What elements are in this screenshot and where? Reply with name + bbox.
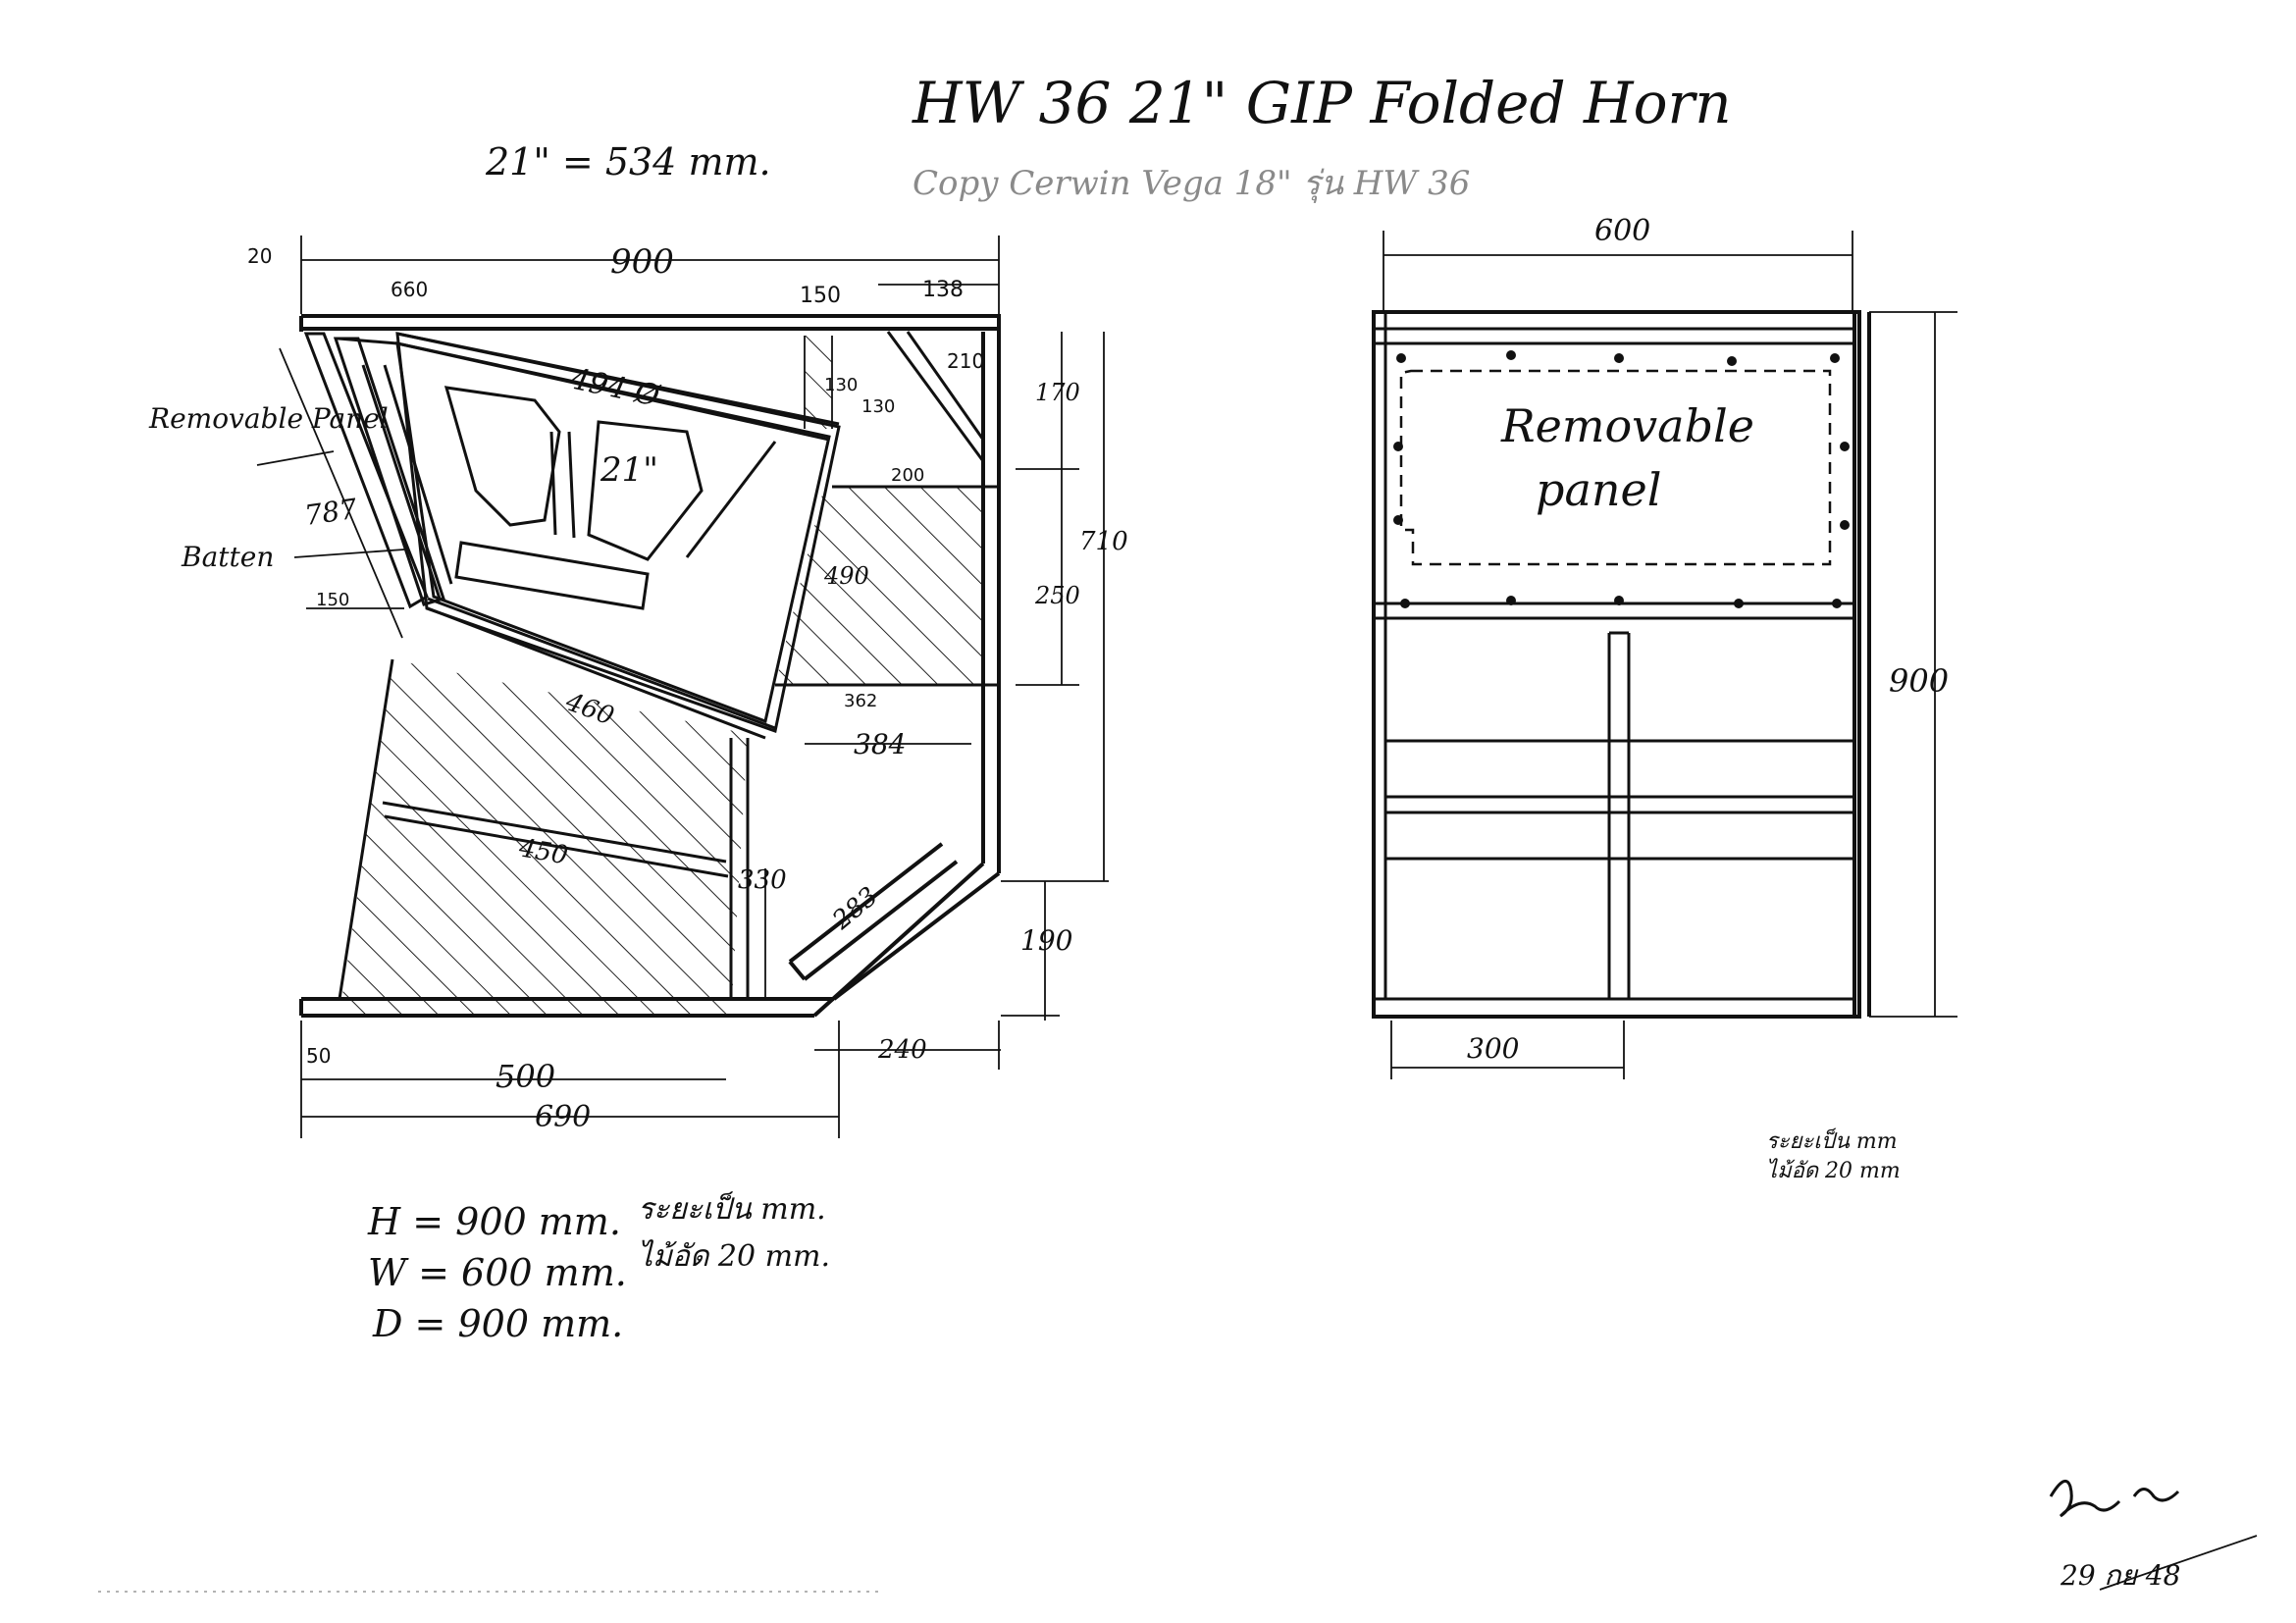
dim-240: 240 (877, 1035, 927, 1065)
dim-130-b: 130 (861, 396, 895, 417)
dim-50: 50 (306, 1044, 331, 1068)
drawing-subtitle: Copy Cerwin Vega 18" รุ่น HW 36 (913, 164, 1470, 203)
dim-490: 490 (823, 562, 869, 590)
dim-190: 190 (1020, 924, 1072, 957)
dim-660: 660 (391, 278, 428, 301)
hatched-block-top (805, 336, 832, 429)
front-removable-label-2: panel (1536, 463, 1661, 516)
dim-150-top: 150 (800, 284, 841, 308)
dim-170: 170 (1035, 379, 1080, 406)
dim-130-a: 130 (824, 375, 858, 395)
front-dim-300: 300 (1467, 1032, 1519, 1065)
signature-date: 29 กย 48 (2060, 1559, 2180, 1592)
removable-panel-outline (1399, 369, 1832, 566)
drawing-title: HW 36 21" GIP Folded Horn (912, 70, 1732, 136)
dim-20: 20 (247, 244, 272, 268)
hatched-region-right (775, 487, 983, 685)
driver-cutout-dim: 494 Ø (566, 361, 663, 414)
dim-500: 500 (496, 1058, 555, 1095)
spec-depth: D = 900 mm. (372, 1302, 623, 1345)
removable-panel-label: Removable Panel (148, 402, 389, 435)
dim-787: 787 (302, 493, 359, 532)
dim-210: 210 (947, 349, 984, 373)
dim-384: 384 (854, 728, 906, 760)
right-note-units: ระยะเป็น mm (1766, 1127, 1898, 1154)
dim-200: 200 (891, 465, 924, 486)
dim-330: 330 (738, 865, 787, 895)
spec-wood-note: ไม้อัด 20 mm. (638, 1239, 830, 1274)
hatched-region-lower (339, 659, 748, 1016)
front-dim-900: 900 (1889, 662, 1949, 700)
spec-height: H = 900 mm. (367, 1200, 621, 1243)
front-dim-600: 600 (1594, 214, 1650, 248)
signature (2049, 1479, 2258, 1591)
right-note-wood: ไม้อัด 20 mm (1766, 1158, 1901, 1183)
dim-900-top: 900 (610, 242, 674, 282)
dim-710: 710 (1079, 527, 1128, 556)
front-removable-label-1: Removable (1500, 399, 1754, 452)
spec-units-note: ระยะเป็น mm. (638, 1191, 826, 1227)
batten-label: Batten (181, 541, 274, 573)
panel-screw-dots (1393, 350, 1850, 608)
driver-size-label: 21" (600, 450, 658, 490)
dim-150-left: 150 (316, 590, 349, 610)
side-view: Removable Panel Batten 21" 494 Ø 900 20 … (148, 236, 1128, 1138)
spec-width: W = 600 mm. (368, 1251, 627, 1294)
conversion-note: 21" = 534 mm. (485, 140, 771, 183)
dim-138: 138 (922, 278, 964, 302)
dim-250: 250 (1034, 582, 1080, 609)
front-view: Removable panel 600 900 300 (1372, 214, 1957, 1079)
dim-690: 690 (535, 1100, 591, 1134)
dim-362: 362 (844, 691, 877, 711)
